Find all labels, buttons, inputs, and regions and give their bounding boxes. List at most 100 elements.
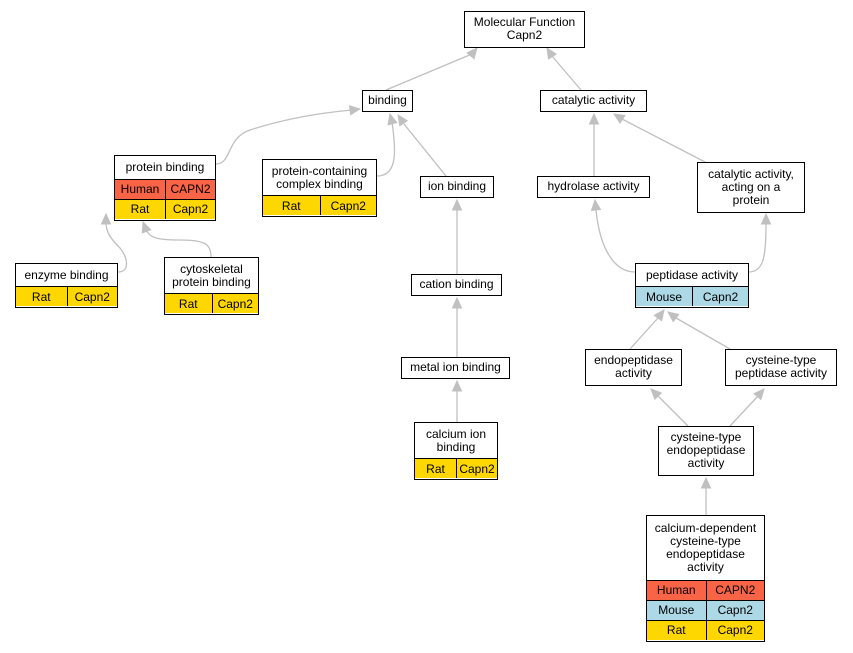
gene-cell: Capn2 bbox=[66, 287, 118, 307]
node-cation-binding[interactable]: cation binding bbox=[411, 274, 502, 296]
term-label-line: metal ion binding bbox=[410, 360, 501, 375]
annotation-row-rat[interactable]: Rat Capn2 bbox=[115, 198, 215, 219]
arrowhead-icon bbox=[141, 220, 152, 234]
term-label-line: enzyme binding bbox=[24, 267, 109, 282]
term-label: metal ion binding bbox=[402, 358, 509, 377]
term-label-line: cation binding bbox=[419, 277, 494, 292]
term-label-line: endopeptidase bbox=[594, 353, 673, 368]
term-label-line: ion binding bbox=[427, 179, 487, 194]
node-metal-ion-binding[interactable]: metal ion binding bbox=[401, 357, 510, 379]
edge-peptidase-to-hydrolase bbox=[595, 209, 636, 273]
annotation-row-rat[interactable]: Rat Capn2 bbox=[16, 286, 118, 307]
term-label-line: activity bbox=[687, 559, 724, 574]
annotation-row-rat[interactable]: Rat Capn2 bbox=[415, 458, 497, 479]
species-cell: Rat bbox=[666, 623, 686, 637]
term-label-line: activity bbox=[687, 456, 725, 471]
arrowhead-icon bbox=[650, 388, 663, 401]
species-cell: Mouse bbox=[658, 603, 695, 617]
term-label: peptidase activity bbox=[636, 264, 748, 286]
species-cell: Human bbox=[120, 182, 160, 197]
species-cell: Rat bbox=[426, 461, 445, 476]
arrowhead-icon bbox=[588, 112, 600, 125]
term-label-line: protein binding bbox=[125, 159, 205, 174]
arrowhead-icon bbox=[451, 198, 463, 211]
species-cell: Rat bbox=[281, 198, 301, 213]
species-cell: Rat bbox=[31, 289, 51, 304]
arrowhead-icon bbox=[546, 46, 558, 60]
annotation-row-rat[interactable]: Rat Capn2 bbox=[647, 619, 765, 640]
term-label: protein binding bbox=[115, 156, 215, 179]
gene-cell: Capn2 bbox=[165, 199, 215, 219]
term-label-line: cytoskeletal bbox=[180, 261, 243, 276]
gene-cell: CAPN2 bbox=[705, 580, 765, 600]
node-ion-binding[interactable]: ion binding bbox=[420, 176, 494, 198]
arrowhead-icon bbox=[397, 113, 409, 127]
gene-cell: Capn2 bbox=[456, 459, 497, 479]
edge-protein-binding-to-binding bbox=[215, 109, 353, 165]
node-binding[interactable]: binding bbox=[362, 90, 413, 112]
node-hydrolase-activity[interactable]: hydrolase activity bbox=[537, 176, 650, 198]
edge-catalytic-to-mf bbox=[551, 55, 582, 91]
arrowhead-icon bbox=[451, 379, 463, 392]
edge-enzyme-binding-to-protein-binding bbox=[105, 221, 128, 273]
arrowhead-icon bbox=[667, 311, 680, 323]
term-label-line: calcium ion bbox=[425, 426, 487, 441]
term-label-line: calcium-dependent bbox=[654, 520, 757, 535]
term-label-line: cysteine-type bbox=[745, 353, 817, 368]
term-label-line: catalytic activity bbox=[551, 93, 636, 108]
edge-cys-endo-to-cys-peptidase bbox=[729, 395, 759, 427]
annotation-row-rat[interactable]: Rat Capn2 bbox=[263, 195, 377, 216]
term-label-line: protein-containing bbox=[271, 163, 368, 178]
arrowhead-icon bbox=[753, 388, 765, 401]
arrowhead-icon bbox=[700, 476, 712, 489]
term-label: ion binding bbox=[421, 177, 493, 196]
gene-cell: Capn2 bbox=[319, 196, 377, 216]
term-label-line: acting on a bbox=[721, 179, 781, 194]
arrowhead-icon bbox=[100, 212, 112, 225]
arrowhead-icon bbox=[387, 112, 398, 126]
term-label: enzyme binding bbox=[16, 264, 117, 286]
species-cell: Mouse bbox=[645, 289, 683, 304]
term-label-line: peptidase activity bbox=[645, 267, 739, 282]
edge-pcc-to-binding bbox=[376, 121, 396, 177]
term-label: binding bbox=[363, 91, 412, 110]
species-cell: Rat bbox=[130, 202, 150, 217]
arrowhead-icon bbox=[590, 198, 602, 211]
edge-endopeptidase-to-peptidase bbox=[629, 317, 659, 350]
term-label-line: protein binding bbox=[172, 274, 251, 289]
node-catalytic-activity[interactable]: catalytic activity bbox=[540, 90, 647, 112]
term-label-line: hydrolase activity bbox=[547, 179, 640, 194]
arrowhead-icon bbox=[451, 296, 463, 309]
term-label-line: catalytic activity, bbox=[708, 166, 794, 181]
term-label-line: complex binding bbox=[276, 176, 363, 191]
term-label-line: cysteine-type bbox=[670, 430, 742, 445]
term-label: cation binding bbox=[412, 275, 501, 294]
term-label-line: Capn2 bbox=[506, 28, 543, 43]
gene-cell: Capn2 bbox=[705, 620, 765, 640]
